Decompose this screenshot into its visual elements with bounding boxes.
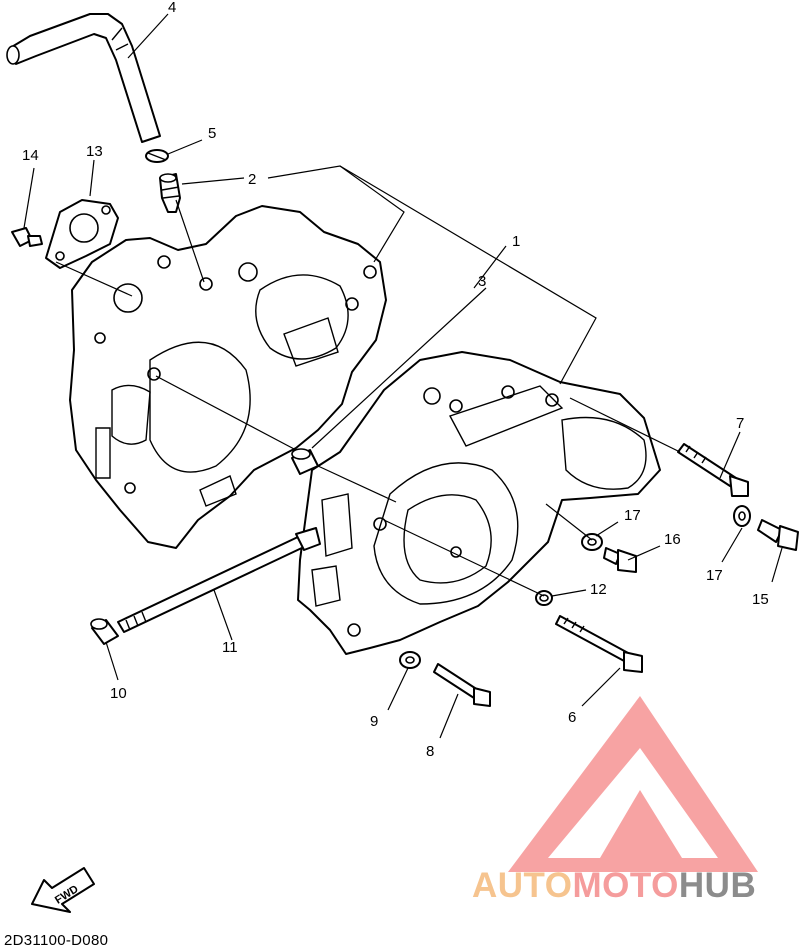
callout-10: 10 bbox=[110, 685, 127, 702]
hose-joint bbox=[159, 173, 181, 213]
catalog-code: 2D31100-D080 bbox=[4, 932, 109, 949]
watermark-logo-icon bbox=[508, 696, 758, 872]
bolt-15 bbox=[757, 519, 799, 551]
callout-13: 13 bbox=[86, 143, 103, 160]
bolt-6 bbox=[555, 615, 643, 673]
callout-3: 3 bbox=[478, 273, 486, 290]
watermark-text: AUTOMOTOHUB bbox=[472, 866, 792, 906]
watermark-auto: AUTO bbox=[472, 866, 573, 905]
watermark-moto: MOTO bbox=[572, 866, 679, 905]
washer-17-right bbox=[733, 505, 751, 527]
callout-9: 9 bbox=[370, 713, 378, 730]
bolt-7 bbox=[677, 443, 749, 497]
callout-16: 16 bbox=[664, 531, 681, 548]
callout-17-upper: 17 bbox=[624, 507, 641, 524]
watermark-hub: HUB bbox=[678, 866, 757, 905]
callout-15: 15 bbox=[752, 591, 769, 608]
callout-17-lower: 17 bbox=[706, 567, 723, 584]
crankcase-right bbox=[297, 351, 661, 655]
callout-8: 8 bbox=[426, 743, 434, 760]
stud-bolt-11 bbox=[117, 527, 321, 633]
dowel-10 bbox=[90, 618, 119, 645]
bolt-16 bbox=[603, 547, 637, 573]
callout-4: 4 bbox=[168, 0, 176, 16]
assembly-centerlines bbox=[55, 199, 681, 597]
callout-14: 14 bbox=[22, 147, 39, 164]
leader-lines bbox=[23, 13, 783, 739]
callout-12: 12 bbox=[590, 581, 607, 598]
washer-17-left bbox=[581, 533, 603, 551]
callout-7: 7 bbox=[736, 415, 744, 432]
callout-2: 2 bbox=[248, 171, 256, 188]
crankcase-left bbox=[69, 205, 387, 549]
washer-9 bbox=[399, 651, 421, 669]
callout-5: 5 bbox=[208, 125, 216, 142]
breather-hose bbox=[6, 13, 161, 143]
hose-clip bbox=[145, 149, 169, 163]
bolt-8 bbox=[433, 663, 491, 707]
callout-numbers: 1 2 3 4 5 6 7 8 9 10 11 12 13 14 15 16 1… bbox=[22, 0, 769, 760]
gasket bbox=[45, 199, 119, 269]
callout-1: 1 bbox=[512, 233, 520, 250]
callout-11: 11 bbox=[222, 639, 238, 656]
bolt-14 bbox=[11, 227, 43, 247]
fwd-arrow-icon: FWD bbox=[31, 867, 95, 913]
callout-6: 6 bbox=[568, 709, 576, 726]
